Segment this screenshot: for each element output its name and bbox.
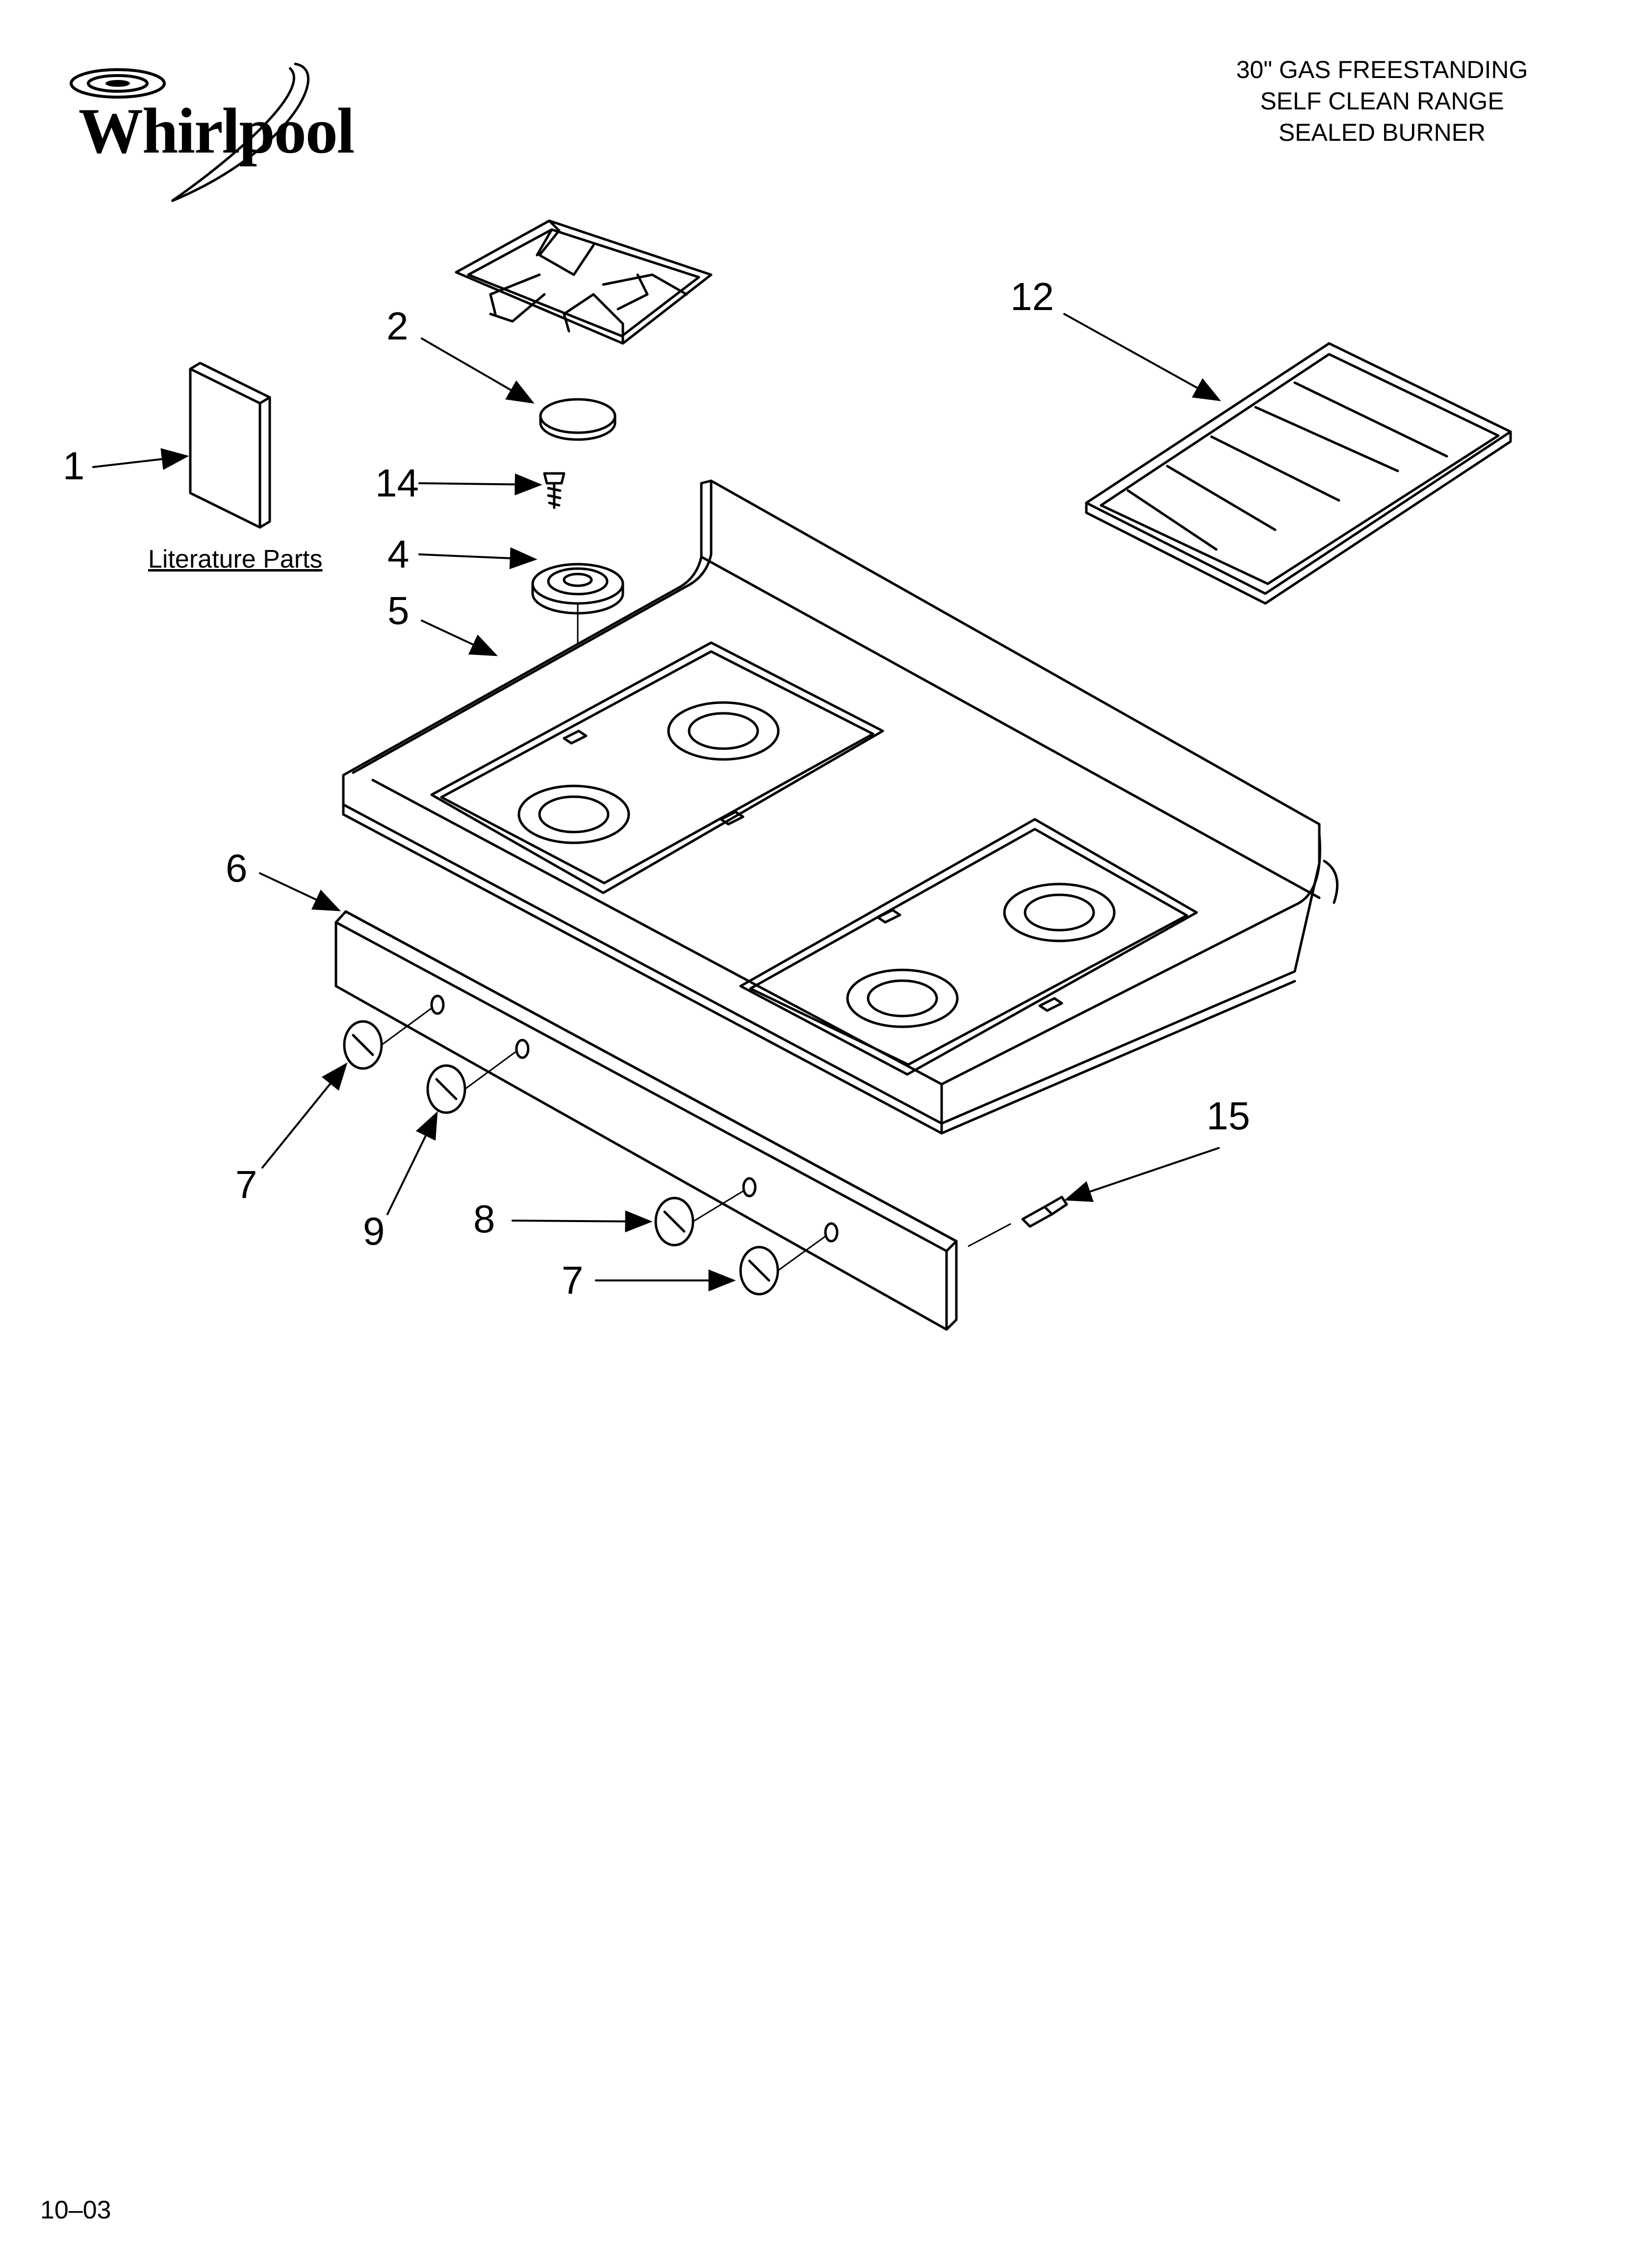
panel-screw xyxy=(969,1197,1067,1246)
whirlpool-swirl-icon xyxy=(70,62,309,203)
callout-9: 9 xyxy=(363,1209,385,1253)
callout-5: 5 xyxy=(387,589,410,632)
single-burner-grate xyxy=(456,221,711,343)
knob-9 xyxy=(428,1052,515,1113)
double-burner-grate xyxy=(1086,343,1511,603)
callout-1: 1 xyxy=(63,444,85,488)
callout-6: 6 xyxy=(226,846,248,890)
literature-parts-label: Literature Parts xyxy=(148,545,323,574)
callout-4: 4 xyxy=(387,532,410,576)
knob-7-upper xyxy=(344,1008,432,1069)
diagram-title: 30" GAS FREESTANDING SELF CLEAN RANGE SE… xyxy=(1186,54,1578,148)
knob-7-lower xyxy=(741,1236,825,1294)
cooktop-main-top xyxy=(343,481,1337,1133)
leader-arrows xyxy=(93,314,1221,1292)
callout-14: 14 xyxy=(375,461,419,505)
callout-8: 8 xyxy=(473,1197,495,1241)
callout-2: 2 xyxy=(386,304,409,348)
callout-12: 12 xyxy=(1010,275,1054,318)
burner-cap xyxy=(540,399,615,440)
knob-8 xyxy=(656,1191,743,1245)
title-line-2: SELF CLEAN RANGE xyxy=(1260,87,1504,115)
callout-7-lower: 7 xyxy=(562,1258,584,1302)
brand-wordmark: Whirlpool xyxy=(78,95,355,167)
whirlpool-logo: Whirlpool xyxy=(59,54,355,216)
callout-15: 15 xyxy=(1206,1094,1250,1138)
title-line-1: 30" GAS FREESTANDING xyxy=(1236,56,1528,83)
revision-date-code: 10–03 xyxy=(40,2196,111,2224)
burner-screw xyxy=(544,473,564,508)
callout-7-upper: 7 xyxy=(235,1163,257,1206)
literature-booklet xyxy=(190,363,270,527)
title-line-3: SEALED BURNER xyxy=(1278,119,1486,146)
control-panel xyxy=(336,912,956,1330)
